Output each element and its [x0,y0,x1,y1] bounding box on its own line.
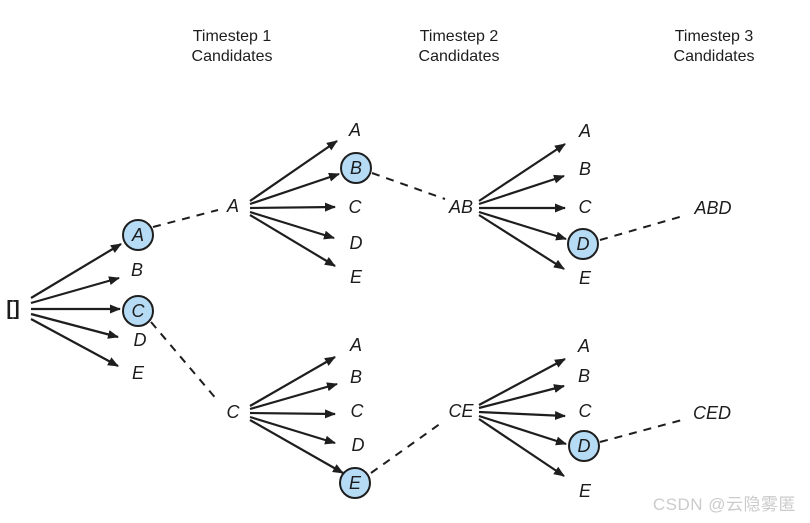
node-t1-bot-c: C [350,401,364,421]
node-step0-a: A [122,219,154,251]
node-t1-top-e: E [349,267,363,287]
header-line-2: Candidates [673,48,755,65]
edges-layer [30,140,684,477]
header-line-1: Timestep 1 [192,28,272,45]
arrow-edge [249,415,336,445]
node-t2-bot-d: D [568,430,600,462]
arrow-edge [249,356,336,407]
dashed-selection-edge [370,420,445,474]
node-t1-top-a: A [348,120,362,140]
node-t1-top-b: B [340,152,372,184]
node-t1-top-c: C [348,197,362,217]
arrow-edge [478,210,567,241]
node-t2-bot-b: B [577,366,591,386]
arrow-edge [249,382,338,411]
node-beam-ce: CE [448,401,474,421]
node-beam-ab: AB [448,197,474,217]
arrow-edge [478,174,565,206]
node-t2-bot-a: A [577,336,591,356]
arrow-edge [478,410,566,421]
arrow-edge [478,143,566,202]
node-root: [] [6,298,20,320]
header-timestep-3: Timestep 3 Candidates [674,27,755,67]
arrow-edge [30,243,122,299]
node-t2-bot-e: E [578,481,592,501]
arrow-edge [478,358,566,406]
arrow-edge [249,409,336,419]
header-timestep-2: Timestep 2 Candidates [419,27,500,67]
header-line-2: Candidates [418,48,500,65]
arrow-edge [478,214,565,270]
node-t2-top-a: A [578,121,592,141]
node-t2-top-d: D [567,228,599,260]
arrow-edge [478,384,565,410]
arrow-edge [249,202,336,212]
node-step0-b: B [130,260,144,280]
arrow-edge [249,210,335,240]
dashed-selection-edge [152,209,219,228]
arrow-edge [249,140,338,202]
arrow-edge [478,414,567,446]
arrow-edge [249,214,336,267]
arrow-edge [249,172,340,206]
node-beam-c: C [226,402,240,422]
dashed-selection-edge [599,215,684,241]
node-t1-bot-e: E [339,467,371,499]
node-t2-bot-c: C [578,401,592,421]
node-step0-c: C [122,295,154,327]
arrow-edge [30,312,119,339]
node-t1-bot-a: A [349,335,363,355]
node-result-abd: ABD [694,198,732,218]
node-step0-e: E [131,363,145,383]
node-beam-a: A [226,196,240,216]
header-timestep-1: Timestep 1 Candidates [192,27,273,67]
arrow-edge [30,276,120,305]
dashed-selection-edge [599,419,683,443]
node-t1-bot-d: D [351,435,365,455]
arrow-edge [249,419,344,474]
dashed-selection-edge [150,321,219,402]
header-line-2: Candidates [191,48,273,65]
node-t2-top-b: B [578,159,592,179]
node-step0-d: D [133,330,147,350]
node-t2-top-e: E [578,268,592,288]
header-line-1: Timestep 2 [419,28,499,45]
node-t1-bot-b: B [349,367,363,387]
node-t1-top-d: D [349,233,363,253]
dashed-selection-edge [371,172,446,200]
header-line-1: Timestep 3 [674,28,754,45]
arrow-edge [30,318,119,367]
node-t2-top-c: C [578,197,592,217]
node-result-ced: CED [692,403,732,423]
watermark: CSDN @云隐雾匿 [652,495,796,514]
arrow-edge [478,418,565,477]
